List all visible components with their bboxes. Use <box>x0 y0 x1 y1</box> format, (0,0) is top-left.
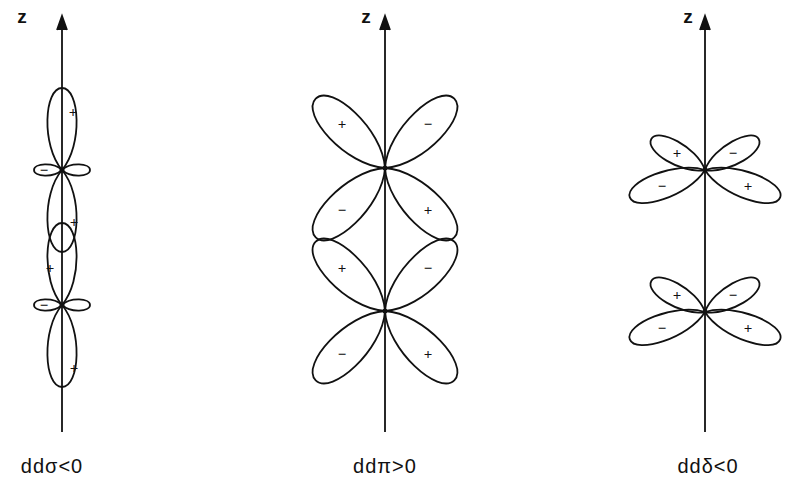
phase-sign: + <box>424 347 433 362</box>
orbital-lobe <box>372 86 467 181</box>
phase-sign: + <box>744 321 753 336</box>
phase-sign: − <box>424 261 433 276</box>
phase-sign: − <box>40 298 49 313</box>
phase-sign: + <box>69 105 78 120</box>
phase-sign: + <box>673 288 682 303</box>
orbital-lobe <box>62 299 90 310</box>
phase-sign: − <box>338 203 347 218</box>
phase-sign: + <box>46 261 55 276</box>
z-axes <box>57 16 710 432</box>
phase-sign: + <box>338 117 347 132</box>
atom-dots <box>60 166 708 315</box>
orbital-lobes <box>34 86 785 393</box>
phase-sign: − <box>658 321 667 336</box>
orbital-lobe <box>62 164 90 175</box>
phase-sign: + <box>744 179 753 194</box>
orbital-lobe <box>372 298 467 393</box>
phase-sign: + <box>424 203 433 218</box>
orbital-lobe <box>303 298 398 393</box>
phase-sign: + <box>70 361 79 376</box>
phase-sign: − <box>729 288 738 303</box>
orbital-lobe <box>699 129 764 179</box>
orbital-lobe <box>47 88 76 170</box>
orbital-lobe <box>700 300 784 352</box>
bond-caption: ddπ>0 <box>353 456 417 476</box>
phase-sign: − <box>338 347 347 362</box>
orbital-lobe <box>625 158 709 210</box>
phase-sign: + <box>673 146 682 161</box>
orbital-lobe <box>303 155 398 250</box>
phase-sign: − <box>424 117 433 132</box>
orbital-lobe <box>372 155 467 250</box>
phase-sign: − <box>40 163 49 178</box>
bond-caption: ddσ<0 <box>21 456 83 476</box>
axis-label: z <box>17 7 27 26</box>
orbital-lobe <box>625 300 709 352</box>
orbital-lobe <box>372 229 467 324</box>
phase-sign: − <box>658 179 667 194</box>
orbital-lobe <box>699 271 764 321</box>
orbital-lobe <box>47 170 76 252</box>
phase-sign: + <box>338 261 347 276</box>
orbital-lobe <box>646 271 711 321</box>
orbital-lobe <box>700 158 784 210</box>
axis-label: z <box>683 7 693 26</box>
axis-label: z <box>361 7 371 26</box>
orbital-lobe <box>303 86 398 181</box>
phase-sign: − <box>729 146 738 161</box>
phase-sign: + <box>70 215 79 230</box>
orbital-lobe <box>646 129 711 179</box>
orbital-lobe <box>303 229 398 324</box>
bond-caption: ddδ<0 <box>677 456 738 476</box>
